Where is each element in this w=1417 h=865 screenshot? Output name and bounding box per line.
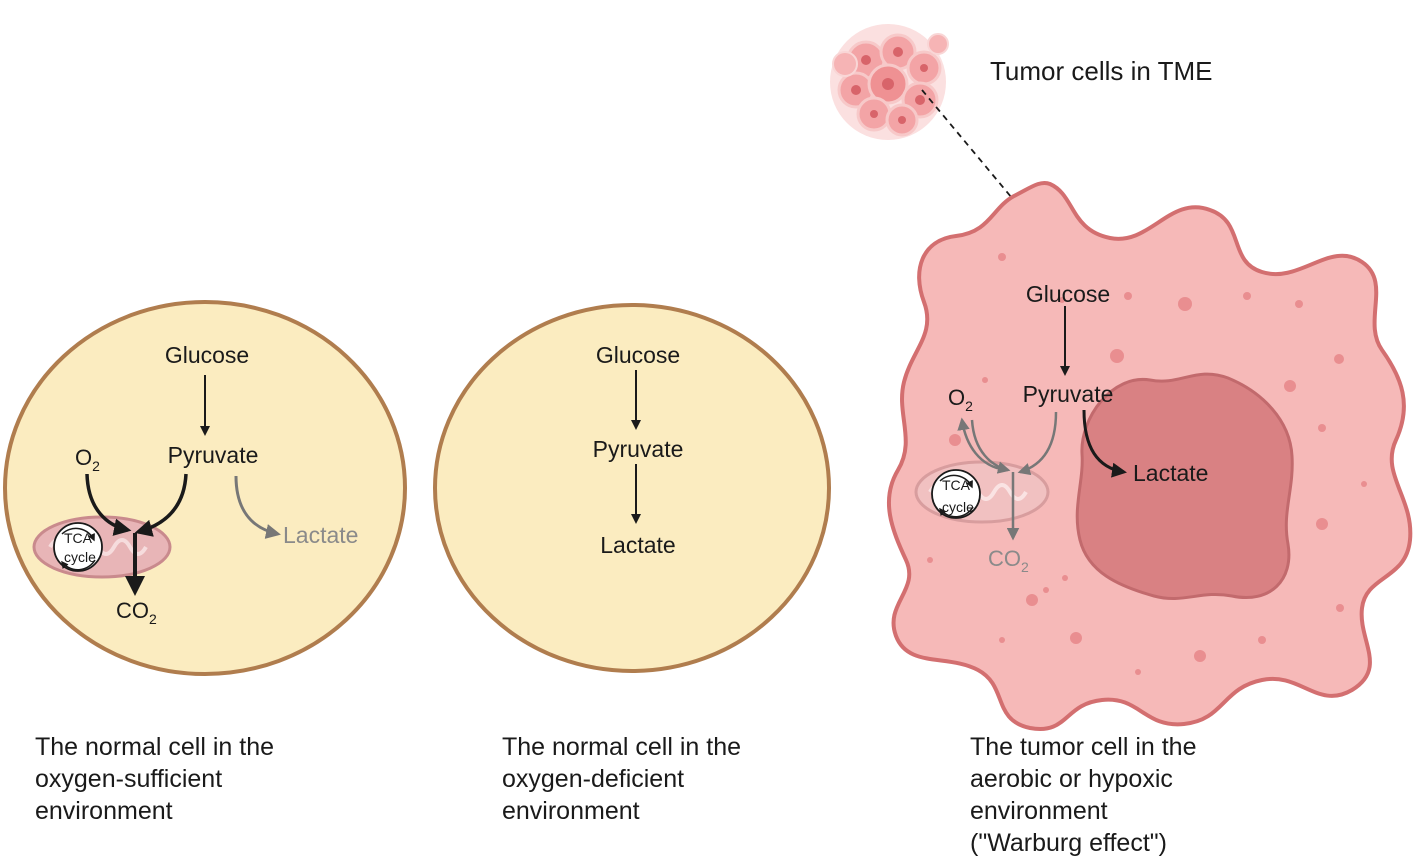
arrow-pyruvate-to-tca [1017, 411, 1058, 476]
lactate-label: Lactate [600, 532, 675, 558]
caption-line: ("Warburg effect") [970, 829, 1167, 857]
caption-line: environment [35, 797, 173, 825]
mitochondrion-icon: TCA cycle [914, 460, 1050, 524]
pyruvate-label: Pyruvate [593, 436, 684, 462]
normal-cell-oxygen-deficient: Glucose Pyruvate Lactate [433, 303, 831, 673]
co2-label: CO2 [116, 598, 157, 627]
tca-cycle-label: TCA [942, 477, 971, 493]
co2-label: CO2 [988, 546, 1029, 575]
tumor-cell-cluster-icon [830, 24, 949, 140]
pyruvate-label: Pyruvate [168, 442, 259, 468]
tumor-cell: TCA cycle Glucose Pyruvate O2 Lactate CO… [886, 181, 1413, 732]
normal-cell-oxygen-sufficient: TCA cycle Glucose Pyruvate O2 Lactate CO… [3, 300, 407, 676]
tumor-cells-label: Tumor cells in TME [990, 56, 1213, 86]
lactate-label: Lactate [283, 522, 358, 548]
tca-cycle-label: cycle [942, 499, 974, 515]
o2-label: O2 [948, 385, 973, 414]
caption-line: The normal cell in the [35, 733, 275, 761]
tca-cycle-label: TCA [64, 530, 93, 546]
glucose-label: Glucose [596, 342, 680, 368]
arrow-pyruvate-to-lactate [234, 475, 281, 539]
tca-cycle-label: cycle [64, 549, 96, 565]
caption-line: The tumor cell in the [970, 733, 1197, 761]
arrow-pyruvate-to-tca [134, 473, 188, 537]
glucose-label: Glucose [1026, 281, 1110, 307]
caption-line: The normal cell in the [502, 733, 742, 761]
cytoplasm-granules [927, 253, 1367, 675]
arrow-pyruvate-to-lactate [1082, 409, 1127, 478]
caption-line: oxygen-deficient [502, 765, 685, 793]
glucose-label: Glucose [165, 342, 249, 368]
caption-line: oxygen-sufficient [35, 765, 223, 793]
o2-label: O2 [75, 445, 100, 474]
caption-tumor-cell: The tumor cell in the aerobic or hypoxic… [970, 731, 1197, 859]
caption-normal-oxygen-deficient: The normal cell in the oxygen-deficient … [502, 731, 741, 827]
dashed-arrow-to-tumor-cell [921, 89, 1029, 218]
pyruvate-label: Pyruvate [1023, 381, 1114, 407]
arrow-o2-to-tca [85, 473, 132, 536]
mitochondrion-icon: TCA cycle [32, 515, 172, 579]
lactate-label: Lactate [1133, 460, 1208, 486]
caption-line: environment [502, 797, 640, 825]
cell-membrane [3, 300, 407, 676]
caption-normal-oxygen-sufficient: The normal cell in the oxygen-sufficient… [35, 731, 274, 827]
arrow-o2-to-tca [970, 419, 1011, 474]
caption-line: environment [970, 797, 1108, 825]
caption-line: aerobic or hypoxic [970, 765, 1173, 793]
cell-membrane [433, 303, 831, 673]
nucleus [1075, 372, 1294, 600]
